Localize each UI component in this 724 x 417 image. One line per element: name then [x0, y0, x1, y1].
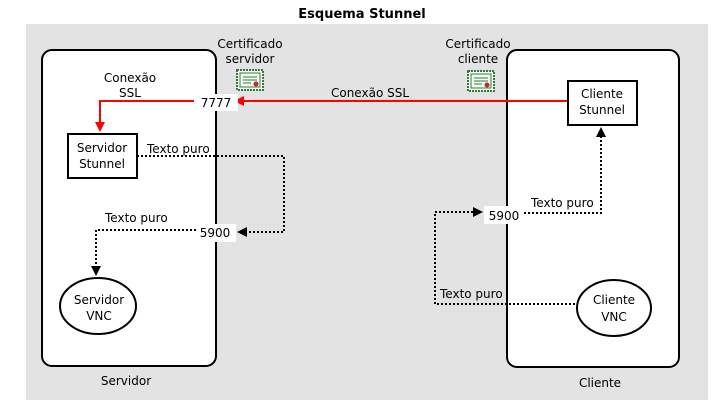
- client-vnc-port-box: [484, 206, 524, 224]
- client-plain-link-1: [524, 127, 606, 214]
- client-vnc-port: 5900: [489, 209, 520, 223]
- server-vnc-port: 5900: [200, 226, 231, 240]
- server-plain-link-2: [91, 229, 196, 276]
- client-vnc-node: [576, 279, 652, 337]
- server-stunnel-label-line2: Stunnel: [79, 157, 125, 171]
- server-plain-label-2: Texto puro: [104, 211, 168, 225]
- server-cert-label-line1: Certificado: [217, 37, 282, 51]
- server-ssl-label-line1: Conexão: [104, 71, 156, 85]
- client-cert-label-line2: cliente: [458, 52, 498, 66]
- ssl-link-label: Conexão SSL: [331, 86, 409, 100]
- server-box-label: Servidor: [101, 374, 151, 388]
- ssl-to-server-stunnel-arrow: [95, 100, 194, 132]
- server-vnc-label-line1: Servidor: [74, 293, 124, 307]
- server-ssl-port-box: [194, 94, 238, 111]
- client-stunnel-node: [567, 80, 638, 126]
- server-stunnel-label-line1: Servidor: [77, 141, 127, 155]
- server-ssl-port: 7777: [201, 96, 232, 110]
- diagram-title: Esquema Stunnel: [298, 7, 425, 22]
- client-vnc-label-line1: Cliente: [593, 293, 635, 307]
- client-cert-label-line1: Certificado: [445, 37, 510, 51]
- client-stunnel-label-line2: Stunnel: [579, 103, 625, 117]
- client-certificate-icon: [467, 70, 495, 92]
- server-vnc-node: [59, 277, 137, 335]
- server-plain-label-1: Texto puro: [146, 142, 210, 156]
- server-plain-link-1: [137, 155, 285, 237]
- server-stunnel-node: [67, 133, 138, 179]
- client-plain-link-2: [434, 207, 579, 305]
- server-certificate-icon: [236, 69, 264, 91]
- client-stunnel-label-line1: Cliente: [581, 87, 623, 101]
- client-plain-label-1: Texto puro: [530, 196, 594, 210]
- client-box-label: Cliente: [579, 376, 621, 390]
- client-vnc-label-line2: VNC: [601, 310, 627, 324]
- server-cert-label-line2: servidor: [226, 52, 275, 66]
- server-ssl-label-line2: SSL: [119, 86, 141, 100]
- server-vnc-port-box: [194, 224, 236, 242]
- server-vnc-label-line2: VNC: [86, 309, 112, 323]
- client-plain-label-2: Texto puro: [439, 287, 503, 301]
